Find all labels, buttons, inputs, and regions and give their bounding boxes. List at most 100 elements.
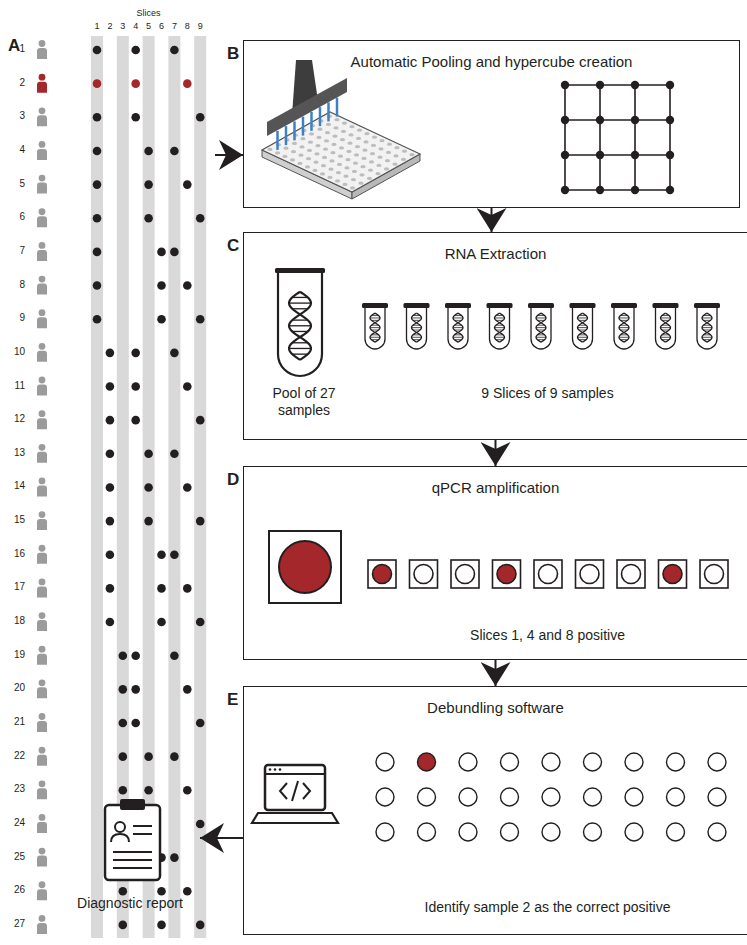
pool-dot	[157, 584, 166, 593]
slice-signal	[580, 565, 599, 584]
tube-body	[278, 272, 322, 376]
tube-body	[407, 307, 427, 349]
plate-well	[339, 146, 344, 149]
plate-well	[370, 152, 375, 155]
pool-dot	[144, 147, 153, 156]
dna-rung	[370, 337, 380, 338]
dna-rung	[454, 330, 461, 331]
person-head	[39, 107, 46, 114]
lattice-line	[565, 119, 670, 121]
slice-number: 2	[102, 21, 118, 32]
dna-rung	[413, 320, 420, 321]
pool-dot	[196, 315, 205, 324]
slice-number: 7	[166, 21, 182, 32]
plate-well	[379, 139, 384, 142]
lattice-line	[669, 85, 671, 190]
sample-circle	[667, 823, 685, 841]
tube-body	[448, 307, 468, 349]
pool-dot	[131, 113, 140, 122]
slice-well	[451, 560, 479, 588]
sample-number: 9	[0, 312, 25, 324]
person-head	[39, 141, 46, 148]
plate-well	[354, 153, 359, 156]
panel-letter: E	[227, 690, 243, 710]
dna-rung	[292, 297, 308, 298]
plate-well	[353, 162, 358, 165]
dna-rung	[413, 325, 420, 326]
sample-circle	[708, 823, 726, 841]
sample-number: 5	[0, 178, 25, 190]
dna-rung	[620, 330, 627, 331]
dna-rung	[578, 337, 588, 338]
sample-number: 16	[0, 548, 25, 560]
person-head	[39, 511, 46, 518]
person-head	[39, 679, 46, 686]
sample-circle	[501, 823, 519, 841]
tube-rim	[653, 303, 679, 308]
person-head	[39, 410, 46, 417]
plate-well	[346, 150, 351, 153]
lattice-node	[631, 151, 639, 159]
plate-well	[361, 157, 366, 160]
lattice-node	[561, 81, 569, 89]
laptop-base	[252, 813, 338, 823]
dna-rung	[662, 315, 669, 316]
person-body	[37, 822, 47, 833]
sample-number: 8	[0, 279, 25, 291]
dna-rung	[413, 339, 420, 340]
pool-dot	[144, 450, 153, 459]
dna-rung	[454, 315, 461, 316]
pool-dot	[183, 79, 192, 88]
pool-dot	[196, 719, 205, 728]
dna-tube	[570, 303, 596, 349]
sample-person	[37, 713, 47, 732]
pool-dot	[131, 382, 140, 391]
dna-rung	[371, 339, 378, 340]
dna-strand	[578, 313, 588, 342]
report-line	[113, 867, 152, 869]
plate-well	[345, 158, 350, 161]
sample-person	[37, 74, 47, 93]
dna-rung	[579, 330, 586, 331]
dna-rung	[537, 334, 544, 335]
report-person-head	[115, 822, 125, 832]
panel-region: ASlices	[0, 0, 215, 940]
pool-dot	[93, 113, 102, 122]
sample-circle	[625, 753, 643, 771]
slice-well	[700, 560, 728, 588]
pool-dot	[196, 214, 205, 223]
sample-circle	[418, 753, 436, 771]
plate-well	[355, 145, 360, 148]
tube-body	[656, 307, 676, 349]
person-body	[37, 721, 47, 732]
plate-well	[364, 132, 369, 135]
dna-rung	[578, 327, 588, 328]
sample-number: 26	[0, 884, 25, 896]
person-body	[37, 351, 47, 362]
pool-dot	[183, 584, 192, 593]
dna-rung	[703, 334, 710, 335]
sample-number: 27	[0, 918, 25, 930]
lattice-node	[596, 81, 604, 89]
dna-rung	[702, 327, 712, 328]
dna-tube	[487, 303, 513, 349]
slice-signal	[456, 565, 475, 584]
pool-dot	[170, 349, 179, 358]
plate-well	[351, 178, 356, 181]
lattice-line	[565, 154, 670, 156]
dna-rung	[703, 320, 710, 321]
dna-rung	[620, 315, 627, 316]
dna-rung	[495, 327, 505, 328]
dna-rung	[370, 327, 380, 328]
dna-rung	[661, 317, 671, 318]
report-line	[133, 833, 152, 835]
plate-well	[350, 186, 355, 189]
pool-dot	[183, 382, 192, 391]
plate-well	[371, 144, 376, 147]
slice-number: 6	[154, 21, 170, 32]
plate-well	[300, 137, 305, 140]
dna-strand	[619, 313, 629, 342]
person-head	[39, 881, 46, 888]
tube-rim	[487, 303, 513, 308]
plate-well	[308, 141, 313, 144]
